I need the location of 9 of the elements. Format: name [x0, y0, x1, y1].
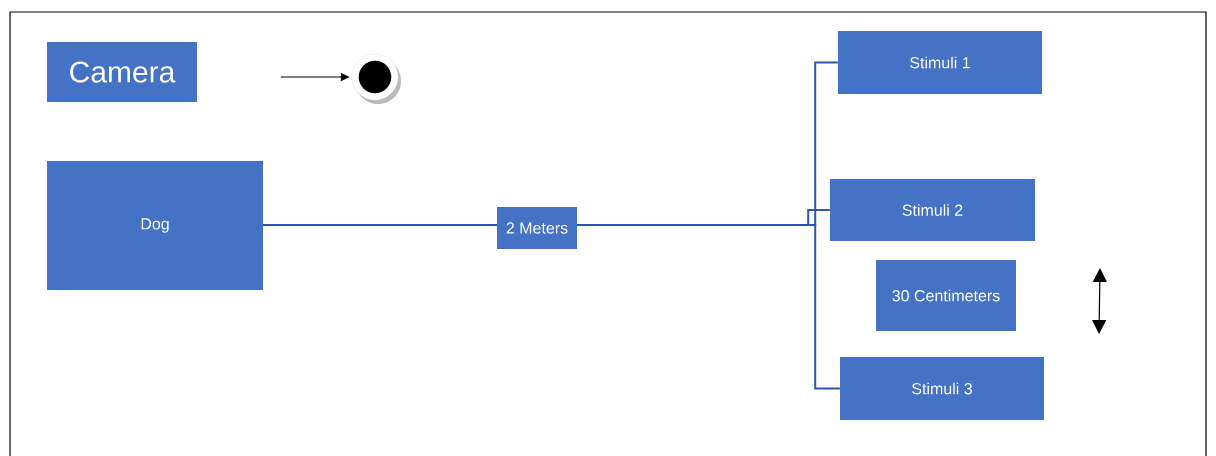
stimulus-box: Stimuli 3	[840, 357, 1044, 420]
stimulus-box: Stimuli 1	[838, 31, 1042, 94]
edge-label: 2 Meters	[497, 207, 577, 249]
connector-line	[262, 224, 841, 390]
distance-box: 30 Centimeters	[876, 260, 1016, 331]
subject-box: Dog	[47, 161, 263, 290]
title-box: Camera	[47, 42, 197, 102]
stimulus-box: Stimuli 2	[830, 179, 1035, 241]
lens-icon	[351, 53, 401, 104]
